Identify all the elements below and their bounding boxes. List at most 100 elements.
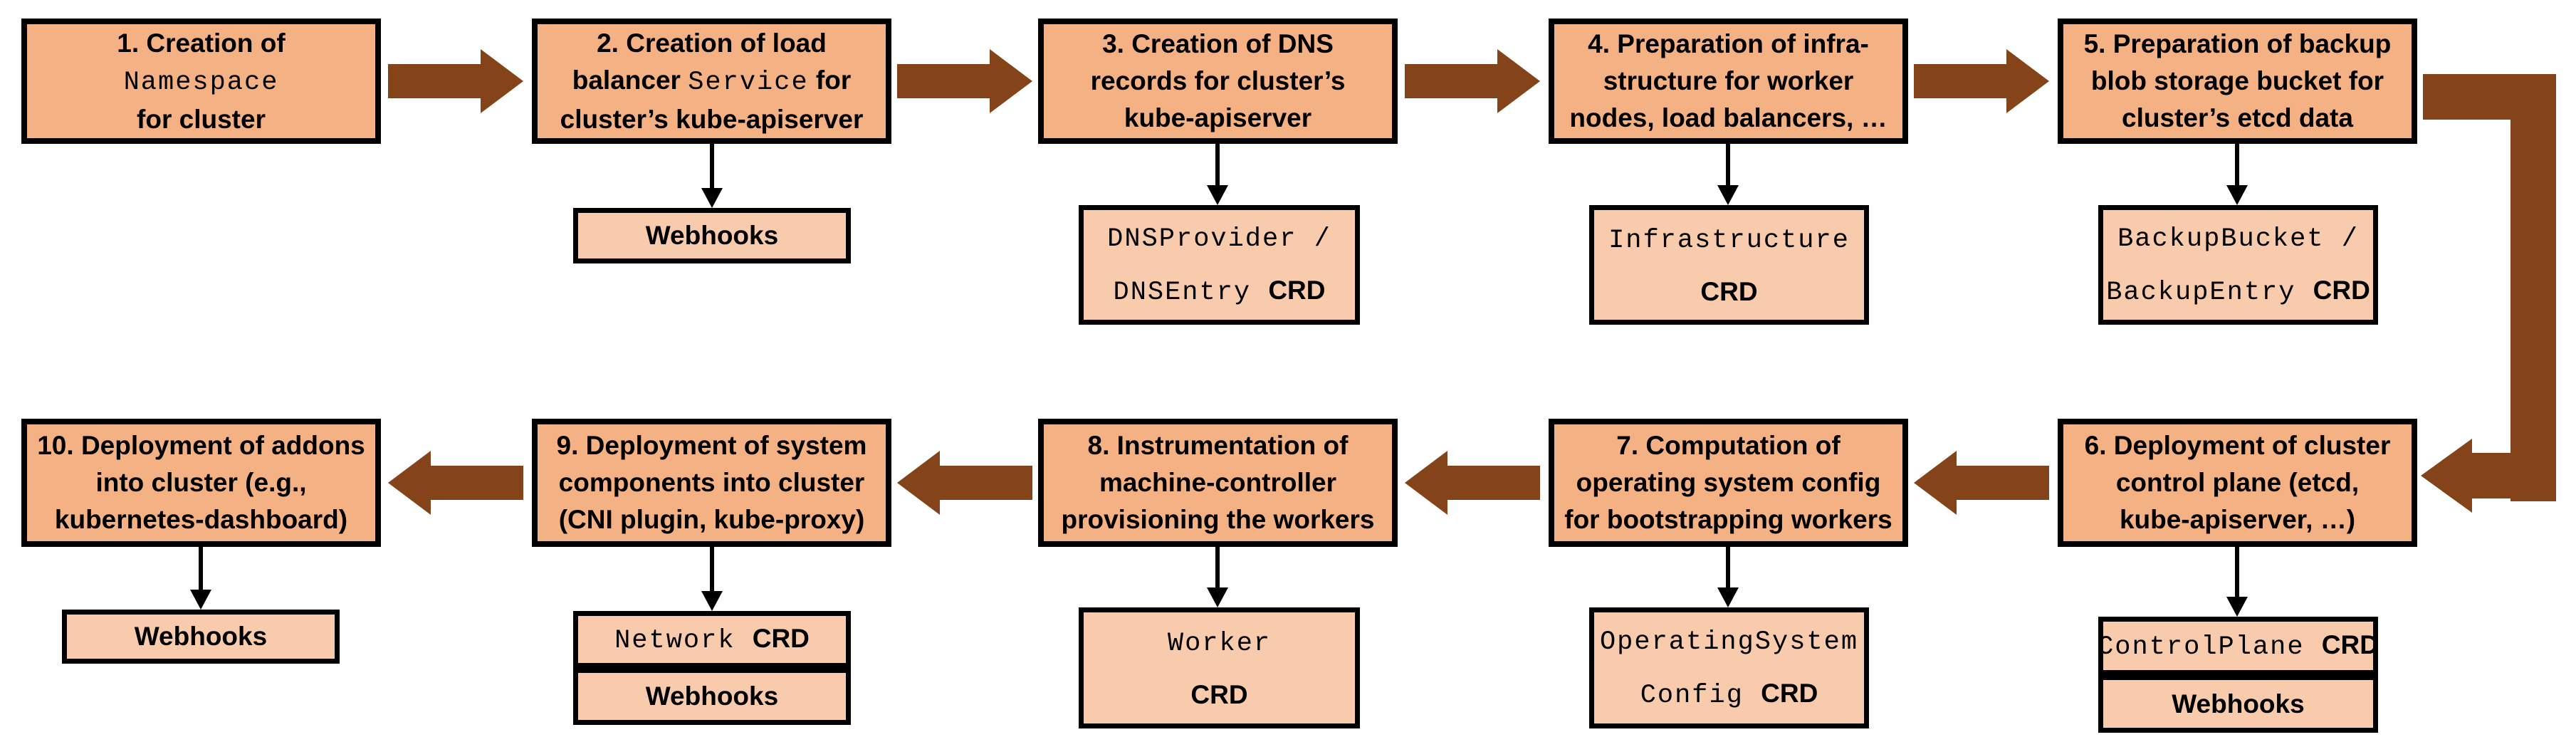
connector-arrowhead-icon — [2226, 597, 2248, 617]
label-text-segment: cluster’s etcd data — [2122, 103, 2353, 132]
label-text-segment: machine-controller — [1099, 468, 1337, 497]
label-text-segment: kubernetes-dashboard) — [54, 505, 348, 534]
connector-arrowhead-icon — [1717, 185, 1739, 205]
connector-line — [1726, 547, 1730, 587]
label-text-segment: 4. Preparation of infra- — [1588, 29, 1869, 58]
step-2-webhooks-box: Webhooks — [573, 208, 851, 263]
connector-arrowhead-icon — [1207, 587, 1228, 607]
step-6-webhooks-box: Webhooks — [2098, 675, 2378, 733]
arrow-head-right-icon — [1497, 49, 1540, 113]
mono-text-segment: Infrastructure — [1608, 225, 1850, 256]
mono-text-segment: Namespace — [123, 67, 279, 98]
step-9-webhooks-box: Webhooks — [573, 668, 851, 725]
arrow-shaft — [938, 466, 1032, 500]
elbow-bottom-bar — [2472, 453, 2556, 498]
label-text-segment: 9. Deployment of system — [556, 431, 867, 460]
arrow-shaft — [429, 466, 523, 500]
label-text-segment: 3. Creation of DNS — [1102, 29, 1334, 58]
arrow-head-right-icon — [2006, 49, 2049, 113]
arrow-head-right-icon — [990, 49, 1032, 113]
arrow-head-left-icon — [2421, 439, 2472, 513]
label-text-segment: CRD — [1268, 276, 1326, 305]
label-text-segment: operating system config — [1576, 468, 1881, 497]
step-3-dns-crd-box: DNSProvider /DNSEntry CRD — [1079, 205, 1360, 325]
connector-line — [1215, 547, 1220, 587]
step-10-webhooks-box: Webhooks — [62, 610, 340, 664]
connector-arrowhead-icon — [1717, 587, 1739, 607]
mono-text-segment: Worker — [1167, 628, 1272, 659]
label-text-segment: 5. Preparation of backup — [2083, 29, 2392, 58]
mono-text-segment: Service — [688, 67, 809, 98]
connector-arrowhead-icon — [1207, 185, 1228, 205]
label-text-segment: for bootstrapping workers — [1564, 505, 1892, 534]
flow-arrow-7-8 — [1405, 451, 1540, 515]
label-text-segment: into cluster (e.g., — [95, 468, 307, 497]
label-text-segment: Webhooks — [134, 622, 268, 651]
flow-arrow-1-2 — [388, 49, 523, 113]
label-text-segment: kube-apiserver — [1124, 103, 1312, 132]
flow-arrow-5-to-6 — [2370, 74, 2556, 519]
connector-line — [710, 547, 714, 591]
flow-arrow-8-9 — [897, 451, 1032, 515]
arrow-shaft — [1955, 466, 2049, 500]
arrow-shaft — [1446, 466, 1540, 500]
mono-text-segment: DNSEntry — [1113, 278, 1269, 308]
arrow-shaft — [1914, 64, 2008, 98]
connector-arrowhead-icon — [701, 188, 723, 208]
step-5-backup-crd-box: BackupBucket /BackupEntry CRD — [2098, 205, 2378, 325]
connector-arrowhead-icon — [701, 591, 723, 611]
connector-line — [2235, 547, 2239, 597]
flow-arrow-3-4 — [1405, 49, 1540, 113]
connector-line — [1726, 144, 1730, 185]
mono-text-segment: Config — [1640, 681, 1761, 711]
arrow-head-left-icon — [897, 451, 940, 515]
step-6-box: 6. Deployment of cluster control plane (e… — [2058, 419, 2417, 547]
arrow-shaft — [1405, 64, 1499, 98]
step-9-network-crd-box: Network CRD — [573, 611, 851, 668]
label-text-segment: structure for worker — [1603, 66, 1854, 95]
label-text-segment: 6. Deployment of cluster — [2084, 431, 2391, 460]
label-text-segment: CRD — [752, 623, 810, 653]
label-text-segment: control plane (etcd, — [2115, 468, 2360, 497]
mono-text-segment: Network — [614, 625, 753, 656]
connector-arrowhead-icon — [190, 590, 211, 610]
connector-line — [2235, 144, 2239, 185]
connector-line — [710, 144, 714, 189]
arrow-head-right-icon — [481, 49, 523, 113]
label-text-segment: kube-apiserver, …) — [2119, 505, 2356, 534]
arrow-shaft — [388, 64, 482, 98]
label-text-segment: CRD — [1190, 679, 1248, 709]
arrow-head-left-icon — [1405, 451, 1447, 515]
arrow-head-left-icon — [1914, 451, 1957, 515]
label-text-segment: for — [808, 65, 852, 95]
label-text-segment: Webhooks — [2172, 689, 2305, 719]
flow-arrow-6-7 — [1914, 451, 2049, 515]
label-text-segment: CRD — [2313, 276, 2370, 305]
mono-text-segment: BackupEntry — [2106, 278, 2313, 308]
label-text-segment: CRD — [2321, 629, 2379, 659]
flow-arrow-2-3 — [897, 49, 1032, 113]
arrow-shaft — [897, 64, 991, 98]
connector-line — [1215, 144, 1220, 185]
label-text-segment: 1. Creation of — [117, 28, 286, 58]
label-text-segment: cluster’s kube-apiserver — [560, 104, 864, 134]
step-6-controlplane-crd-box: ControlPlane CRD — [2098, 617, 2379, 675]
label-text-segment: (CNI plugin, kube-proxy) — [558, 505, 865, 534]
mono-text-segment: ControlPlane — [2098, 632, 2322, 662]
arrow-head-left-icon — [388, 451, 431, 515]
label-text-segment: balancer — [572, 65, 688, 95]
label-text-segment: Webhooks — [645, 681, 779, 711]
connector-arrowhead-icon — [2226, 185, 2248, 205]
